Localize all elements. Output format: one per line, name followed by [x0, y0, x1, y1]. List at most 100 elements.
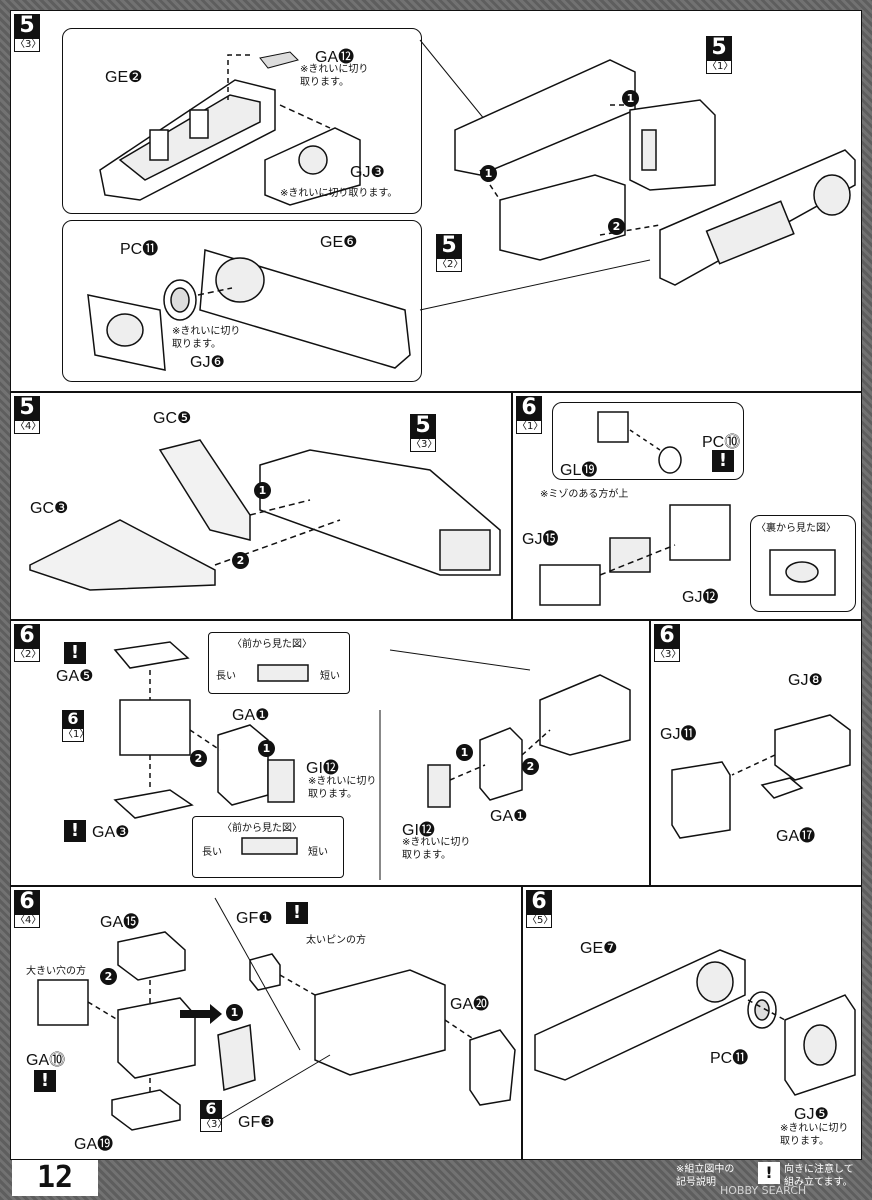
label-gj15: GJ⓯: [522, 531, 559, 548]
front-view-inset-top: [208, 632, 350, 694]
ref-step-number: 5: [436, 234, 462, 258]
order-marker: 1: [258, 740, 275, 757]
legend-warning-icon: !: [758, 1162, 780, 1184]
order-marker: 1: [226, 1004, 243, 1021]
step-6-3-badge: 6 〈3〉: [654, 624, 682, 662]
order-marker: 2: [522, 758, 539, 775]
step-number: 6: [654, 624, 680, 648]
step-substep: 〈1〉: [516, 420, 544, 434]
note-ga12: ※きれいに切り 取ります。: [300, 64, 369, 88]
step-5-3-badge: 5 〈3〉: [14, 14, 42, 52]
warning-icon: !: [34, 1070, 56, 1092]
watermark: HOBBY SEARCH: [720, 1184, 807, 1197]
order-marker: 2: [608, 218, 625, 235]
step-number: 6: [14, 890, 40, 914]
step-number: 6: [526, 890, 552, 914]
warning-icon: !: [286, 902, 308, 924]
step-6-1-badge: 6 〈1〉: [516, 396, 544, 434]
step-5-4-badge: 5 〈4〉: [14, 396, 42, 434]
ref-step-5-2: 5 〈2〉: [436, 234, 463, 272]
manual-sheet: 5 〈3〉: [10, 10, 862, 1160]
ref-step-substep: 〈1〉: [62, 728, 90, 742]
note-back-view: 〈裏から見た図〉: [756, 523, 836, 534]
part-ga12-drawing: [259, 51, 299, 69]
step-number: 6: [14, 624, 40, 648]
order-marker: 2: [100, 968, 117, 985]
step-6-5-badge: 6 〈5〉: [526, 890, 554, 928]
legend-text-right: 向きに注意して 組み立てます。: [784, 1164, 854, 1188]
order-marker: 1: [480, 165, 497, 182]
note-short-2: 短い: [308, 847, 328, 858]
step-substep: 〈2〉: [14, 648, 42, 662]
order-marker: 1: [254, 482, 271, 499]
label-pc10: PC⓾: [702, 434, 741, 451]
ref-step-substep: 〈3〉: [410, 438, 438, 452]
label-gj8: GJ❽: [788, 672, 823, 689]
note-front-view: 〈前から見た図〉: [232, 639, 312, 650]
label-gj11: GJ⓫: [660, 726, 697, 743]
part-ge6-drawing: [199, 249, 411, 369]
label-gj6: GJ❻: [190, 354, 225, 371]
note-thick-pin: 太いピンの方: [306, 935, 366, 946]
part-gj6-drawing: [87, 294, 166, 371]
ref-step-substep: 〈3〉: [200, 1118, 228, 1132]
label-ga3: GA❸: [92, 824, 130, 841]
step-6-4-badge: 6 〈4〉: [14, 890, 42, 928]
ref-step-number: 5: [706, 36, 732, 60]
note-gj6: ※きれいに切り 取ります。: [172, 326, 241, 350]
part-pc11-drawing: [163, 279, 197, 321]
label-ga1b: GA❶: [490, 808, 528, 825]
step-substep: 〈3〉: [654, 648, 682, 662]
label-pc11: PC⓫: [120, 241, 159, 258]
note-long: 長い: [216, 671, 236, 682]
warning-icon: !: [712, 450, 734, 472]
label-ga1: GA❶: [232, 707, 270, 724]
ref-step-6-1: 6 〈1〉: [62, 710, 90, 742]
page-number: 12: [12, 1160, 98, 1196]
label-gi12: GI⓬: [306, 760, 339, 777]
label-ga20: GA⓴: [450, 996, 490, 1013]
step-substep: 〈5〉: [526, 914, 554, 928]
ref-step-substep: 〈1〉: [706, 60, 734, 74]
legend-text-left: ※組立図中の 記号説明: [676, 1164, 735, 1188]
label-pc11b: PC⓫: [710, 1050, 749, 1067]
label-gf3: GF❸: [238, 1114, 275, 1131]
label-ge2: GE❷: [105, 69, 143, 86]
note-front-view-2: 〈前から見た図〉: [222, 823, 302, 834]
label-ga17: GA⓱: [776, 828, 816, 845]
label-ga15: GA⓯: [100, 914, 140, 931]
step-number: 6: [516, 396, 542, 420]
ref-step-5-3: 5 〈3〉: [410, 414, 438, 452]
label-ga19: GA⓳: [74, 1136, 114, 1153]
label-ga12: GA⓬: [315, 49, 355, 66]
label-ga10: GA⓾: [26, 1052, 66, 1069]
step-substep: 〈4〉: [14, 420, 42, 434]
label-gf1: GF❶: [236, 910, 273, 927]
order-marker: 2: [190, 750, 207, 767]
step-substep: 〈3〉: [14, 38, 42, 52]
step-number: 5: [14, 14, 40, 38]
warning-icon: !: [64, 642, 86, 664]
ref-step-number: 5: [410, 414, 436, 438]
note-big-hole: 大きい穴の方: [26, 966, 86, 977]
label-gc3: GC❸: [30, 500, 69, 517]
part-gj3-drawing: [264, 127, 361, 206]
step-6-3-panel: [650, 620, 862, 886]
label-ga5: GA❺: [56, 668, 94, 685]
step-6-2-badge: 6 〈2〉: [14, 624, 42, 662]
note-gj5: ※きれいに切り 取ります。: [780, 1123, 849, 1147]
label-ge6: GE❻: [320, 234, 358, 251]
label-gj12: GJ⓬: [682, 589, 719, 606]
label-ge7: GE❼: [580, 940, 618, 957]
note-gi12: ※きれいに切り 取ります。: [308, 776, 377, 800]
detail-inset-back-view: [750, 515, 856, 612]
note-groove: ※ミゾのある方が上: [540, 489, 629, 500]
label-gi12b: GI⓬: [402, 822, 435, 839]
part-assembly-right: [454, 59, 856, 286]
ref-step-number: 6: [62, 710, 84, 728]
label-gj3: GJ❸: [350, 164, 385, 181]
step-substep: 〈4〉: [14, 914, 42, 928]
label-gj5: GJ❺: [794, 1106, 829, 1123]
ref-step-number: 6: [200, 1100, 222, 1118]
